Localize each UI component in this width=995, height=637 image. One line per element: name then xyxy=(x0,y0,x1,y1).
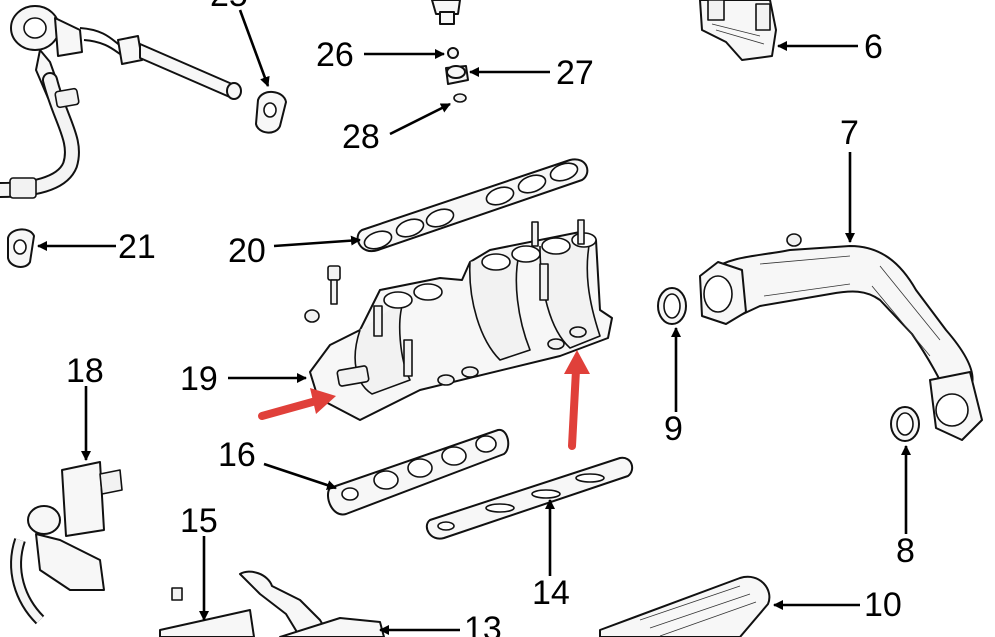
callout-9: 9 xyxy=(664,410,683,448)
part-25-gasket xyxy=(255,91,287,134)
callout-18: 18 xyxy=(66,352,104,390)
leader-lines xyxy=(37,9,911,635)
sensor-top xyxy=(431,0,461,25)
callout-20: 20 xyxy=(228,232,266,270)
part-8-ring xyxy=(890,406,920,442)
part-27-fitting xyxy=(445,65,469,85)
callout-19: 19 xyxy=(180,360,218,398)
nut xyxy=(304,309,320,323)
callout-7: 7 xyxy=(840,114,859,152)
part-19-intake-manifold xyxy=(309,219,613,421)
callout-26: 26 xyxy=(316,36,354,74)
callout-21: 21 xyxy=(118,228,156,266)
callout-28: 28 xyxy=(342,118,380,156)
part-26-nut xyxy=(447,47,459,59)
bolt xyxy=(327,265,341,305)
part-9-ring xyxy=(657,287,687,325)
callout-8: 8 xyxy=(896,532,915,570)
part-10-manifold xyxy=(599,575,771,637)
highlight-arrow-up xyxy=(564,350,590,450)
part-13-manifold xyxy=(239,570,385,637)
callout-25: 25 xyxy=(210,0,248,14)
callout-10: 10 xyxy=(864,586,902,624)
egr-tube xyxy=(0,72,80,199)
part-15-component xyxy=(159,587,255,637)
callout-15: 15 xyxy=(180,502,218,540)
callout-16: 16 xyxy=(218,436,256,474)
callout-labels: 25 26 27 28 6 7 20 21 19 18 9 16 15 8 14… xyxy=(66,0,915,637)
part-21-gasket xyxy=(7,228,35,268)
callout-27: 27 xyxy=(556,54,594,92)
callout-14: 14 xyxy=(532,574,570,612)
highlight-arrow-left xyxy=(258,388,336,420)
part-18-valve xyxy=(10,461,123,625)
part-6-housing xyxy=(699,0,777,61)
part-16-gasket xyxy=(327,428,510,516)
part-28-o-ring xyxy=(453,93,467,103)
callout-13: 13 xyxy=(464,610,502,637)
egr-valve-assembly xyxy=(10,5,242,100)
callout-6: 6 xyxy=(864,28,883,66)
part-7-crossover-pipe xyxy=(699,233,983,441)
part-14-gasket xyxy=(425,456,634,540)
